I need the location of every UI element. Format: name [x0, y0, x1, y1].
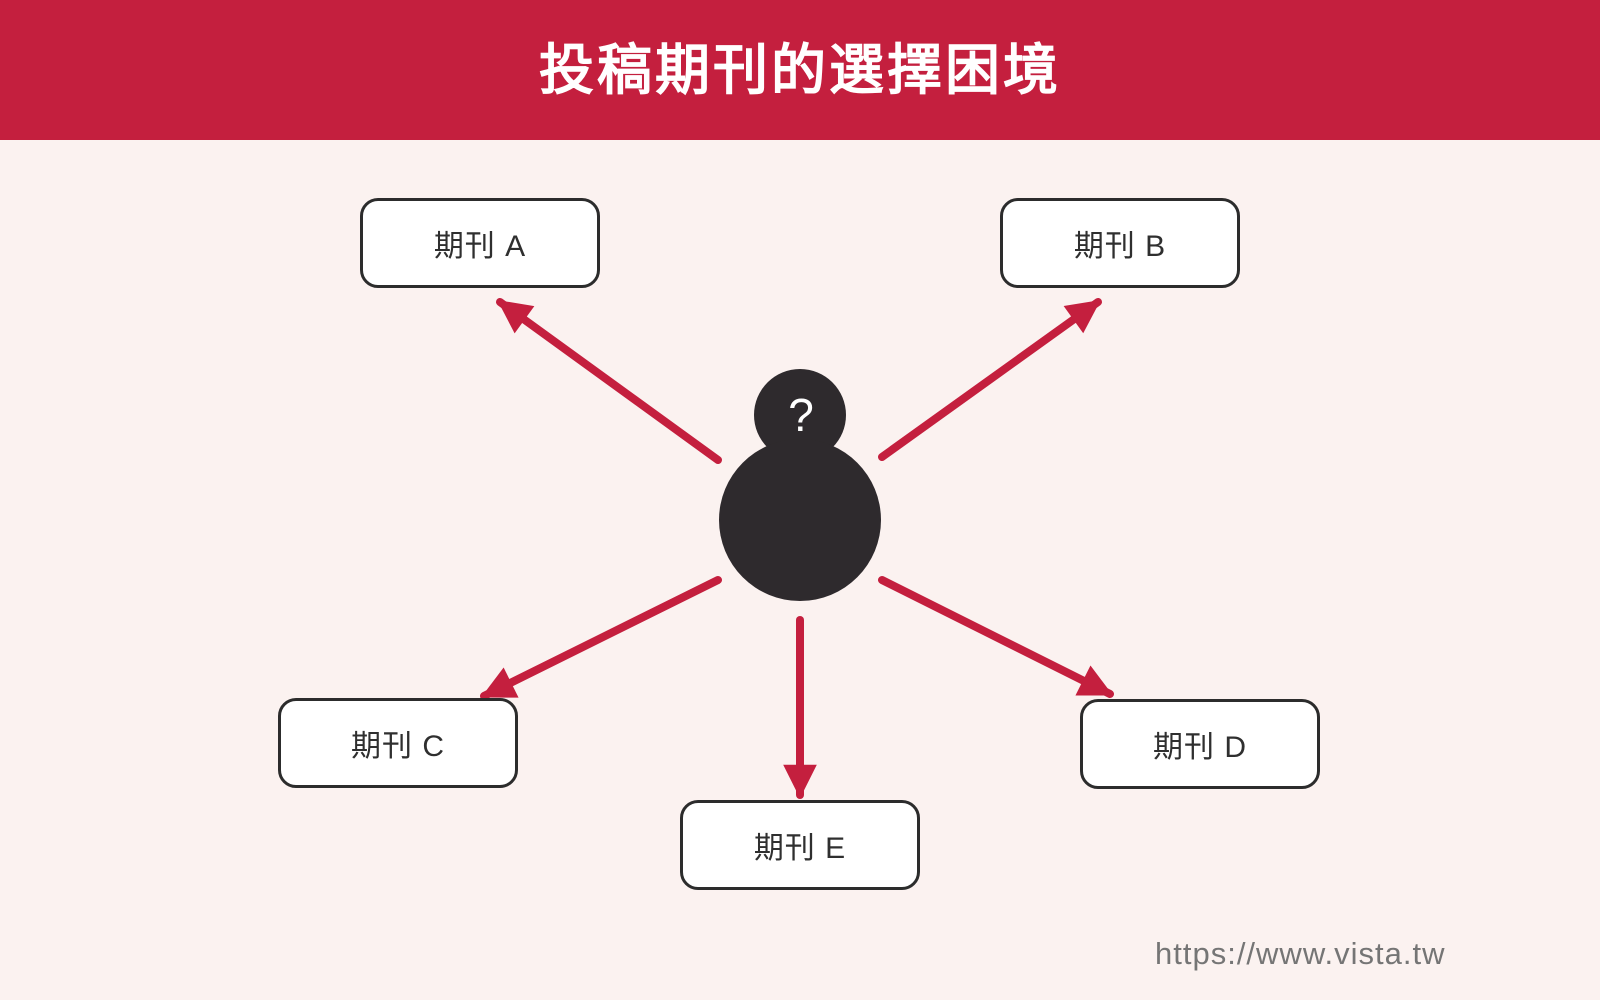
journal-node-e: 期刊 E — [680, 800, 920, 890]
page-title: 投稿期刊的選擇困境 — [538, 38, 1061, 101]
arrow-to-journal-c — [480, 576, 722, 700]
header-banner: 投稿期刊的選擇困境 — [0, 0, 1600, 140]
arrow-to-journal-d — [878, 576, 1114, 698]
researcher-figure: ? — [719, 369, 881, 601]
journal-node-e-label: 期刊 E — [753, 832, 847, 865]
figure-head-circle — [754, 369, 846, 461]
arrow-to-journal-b — [878, 298, 1102, 461]
figure-body-circle — [719, 439, 881, 601]
journal-node-b: 期刊 B — [1000, 198, 1240, 288]
journal-node-d: 期刊 D — [1080, 699, 1320, 789]
arrow-to-journal-a — [496, 298, 722, 464]
journal-node-a-label: 期刊 A — [433, 230, 527, 263]
journal-node-d-label: 期刊 D — [1153, 731, 1247, 764]
site-url: https://www.vista.tw — [1155, 936, 1446, 971]
journal-node-a: 期刊 A — [360, 198, 600, 288]
question-mark: ? — [788, 389, 814, 441]
journal-node-b-label: 期刊 B — [1073, 230, 1167, 263]
journal-node-c: 期刊 C — [278, 698, 518, 788]
journal-node-c-label: 期刊 C — [351, 730, 445, 763]
